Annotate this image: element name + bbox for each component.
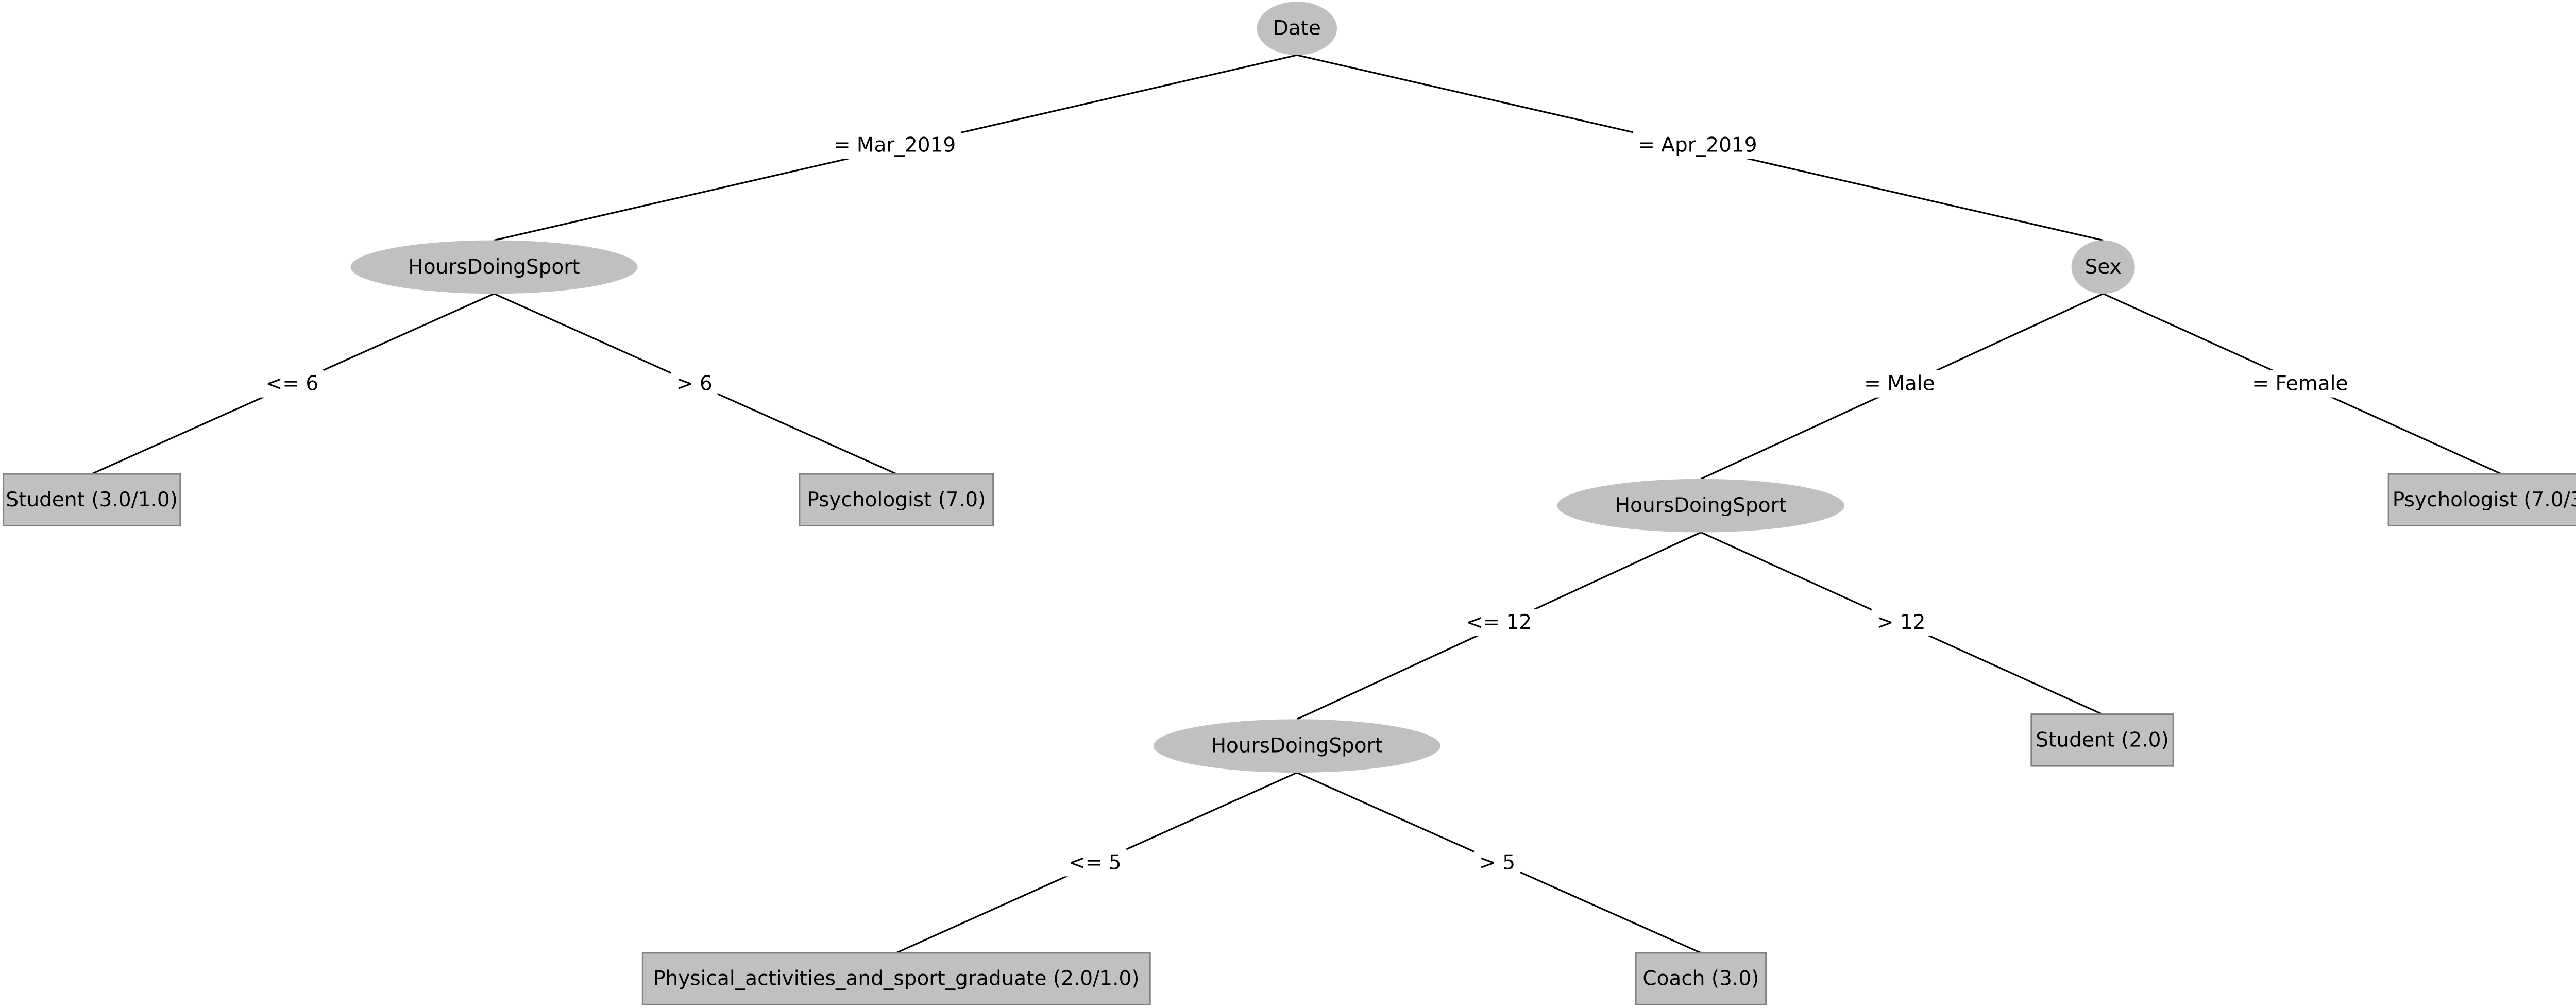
edge-label-backdrop	[1633, 131, 1762, 159]
split-label: Date	[1273, 17, 1321, 40]
split-ellipse	[1153, 719, 1440, 773]
edge-labels-layer: = Mar_2019 = Apr_2019 <= 6 > 6 = Male = Femal…	[260, 131, 2353, 877]
split-ellipse	[2071, 240, 2135, 294]
leaf-box	[1635, 952, 1767, 1005]
edge-label: <= 12	[1466, 611, 1532, 634]
edge-label-backdrop	[1859, 370, 1940, 398]
edge-label: > 5	[1479, 851, 1515, 874]
leaf-box	[799, 473, 994, 527]
edge-label: > 6	[676, 372, 713, 396]
split-label: Sex	[2085, 255, 2122, 279]
leaf-node: Physical_activities_and_sport_graduate (…	[641, 952, 1151, 1005]
edge-label-backdrop	[1474, 849, 1521, 877]
edge-label: = Apr_2019	[1638, 133, 1757, 157]
leaf-box	[2387, 473, 2576, 527]
edge-label-backdrop	[260, 370, 324, 398]
leaf-box	[2, 473, 181, 527]
leaf-node: Coach (3.0)	[1635, 952, 1767, 1005]
leaf-label: Psychologist (7.0/3.0)	[2393, 488, 2576, 511]
edge-label-backdrop	[2247, 370, 2353, 398]
edge-label: <= 5	[1069, 851, 1122, 874]
leaf-label: Student (3.0/1.0)	[6, 488, 178, 511]
split-ellipse	[1257, 2, 1337, 55]
edge-label: = Female	[2252, 372, 2348, 396]
edge-label-backdrop	[1063, 849, 1127, 877]
edge-label: = Male	[1864, 372, 1935, 396]
edge-label: <= 6	[266, 372, 319, 396]
leaf-node: Student (2.0)	[2030, 713, 2174, 767]
leaf-label: Coach (3.0)	[1642, 967, 1759, 990]
leaf-node: Psychologist (7.0)	[799, 473, 994, 527]
split-label: HoursDoingSport	[1211, 734, 1383, 758]
split-label: HoursDoingSport	[1615, 494, 1787, 517]
split-node: HoursDoingSport	[1557, 479, 1844, 533]
edge-label: = Mar_2019	[834, 133, 956, 157]
split-ellipse	[1557, 479, 1844, 533]
split-label: HoursDoingSport	[408, 255, 580, 279]
split-node: HoursDoingSport	[350, 240, 638, 294]
edge-label-backdrop	[1871, 608, 1931, 636]
edge-label-backdrop	[671, 370, 718, 398]
leaf-node: Psychologist (7.0/3.0)	[2387, 473, 2576, 527]
split-ellipse	[350, 240, 638, 294]
split-node: Date	[1257, 2, 1337, 55]
leaf-label: Psychologist (7.0)	[807, 488, 986, 511]
leaf-label: Physical_activities_and_sport_graduate (…	[653, 967, 1139, 990]
edge-label-backdrop	[1461, 608, 1537, 636]
leaf-node: Student (3.0/1.0)	[2, 473, 181, 527]
split-node: HoursDoingSport	[1153, 719, 1440, 773]
leaf-label: Student (2.0)	[2036, 728, 2168, 751]
edges-layer	[91, 54, 2502, 954]
edge-label-backdrop	[828, 131, 961, 159]
split-node: Sex	[2071, 240, 2135, 294]
edge-label: > 12	[1877, 611, 1926, 634]
leaf-box	[641, 952, 1151, 1005]
leaf-box	[2030, 713, 2174, 767]
